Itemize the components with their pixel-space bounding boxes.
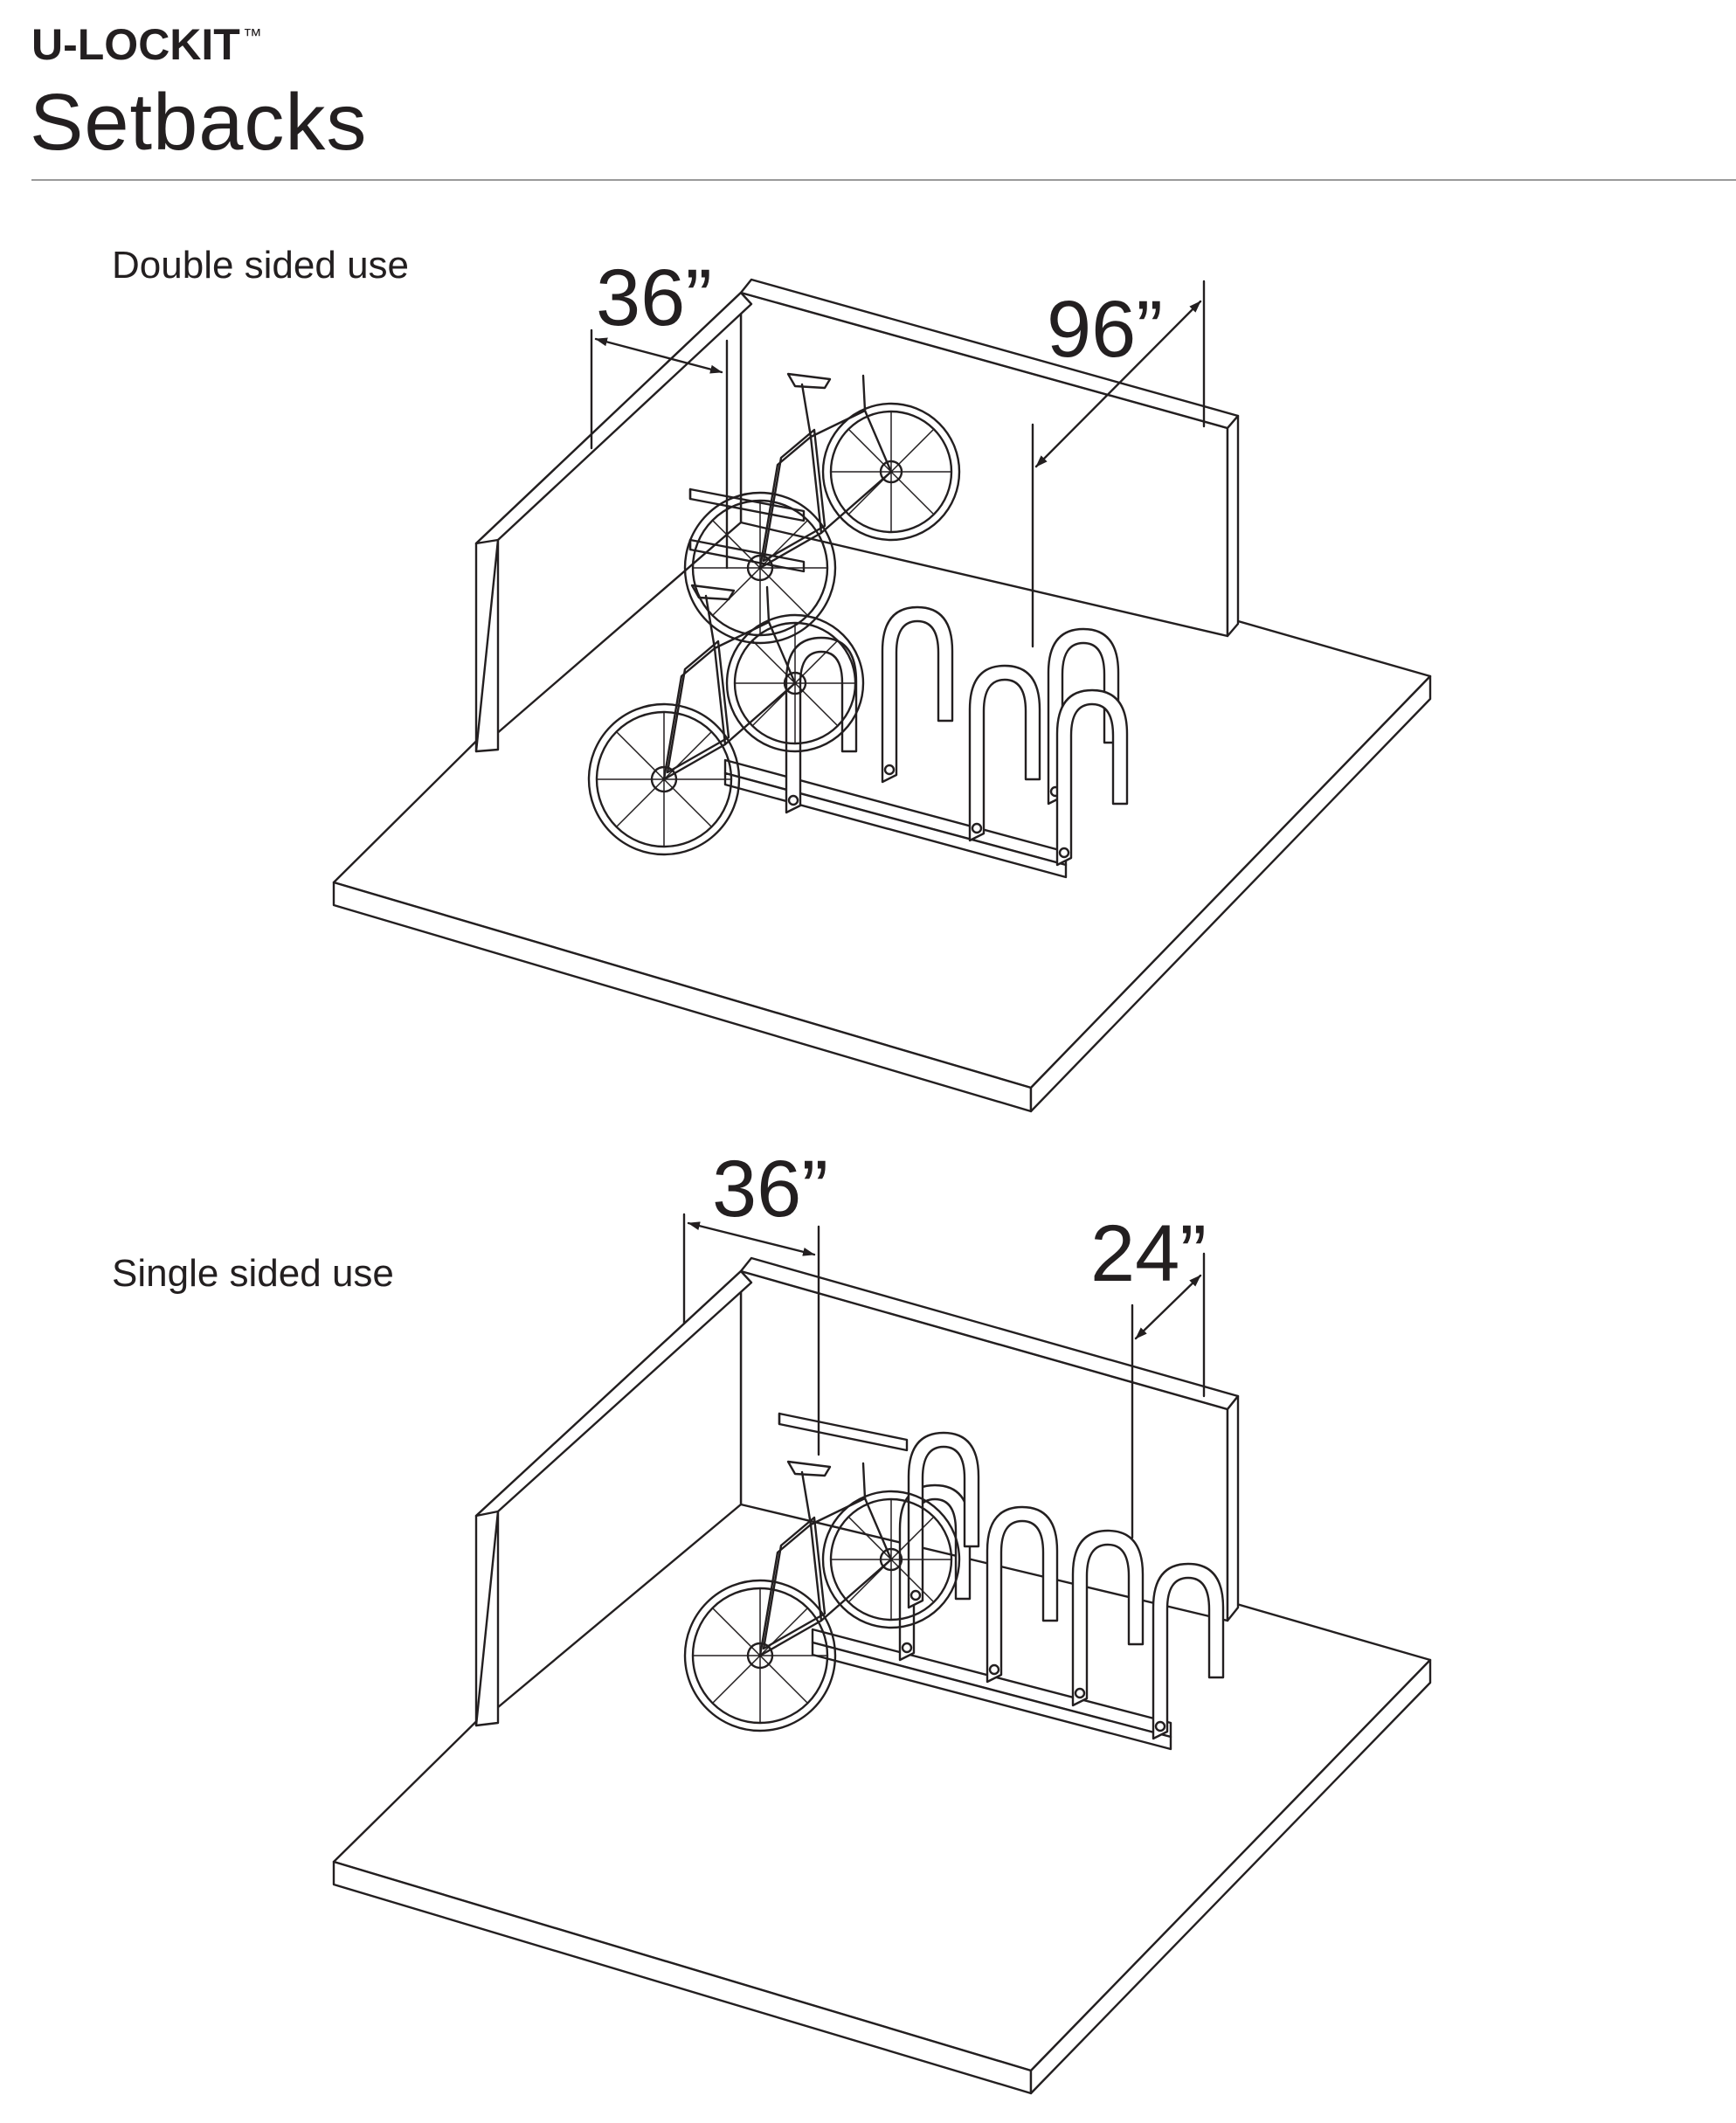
single-sided-label: Single sided use — [112, 1252, 394, 1295]
dimension-36-top: 36” — [596, 253, 712, 342]
dimension-96-top: 96” — [1047, 285, 1163, 374]
dimension-36-bottom: 36” — [712, 1144, 828, 1234]
double-sided-diagram — [332, 278, 1432, 1113]
trademark-symbol: ™ — [242, 24, 262, 46]
header-divider — [31, 179, 1736, 181]
dimension-24-bottom: 24” — [1090, 1209, 1207, 1298]
single-sided-diagram — [332, 1256, 1432, 2095]
double-sided-label: Double sided use — [112, 244, 410, 287]
page-title: Setbacks — [30, 78, 368, 167]
